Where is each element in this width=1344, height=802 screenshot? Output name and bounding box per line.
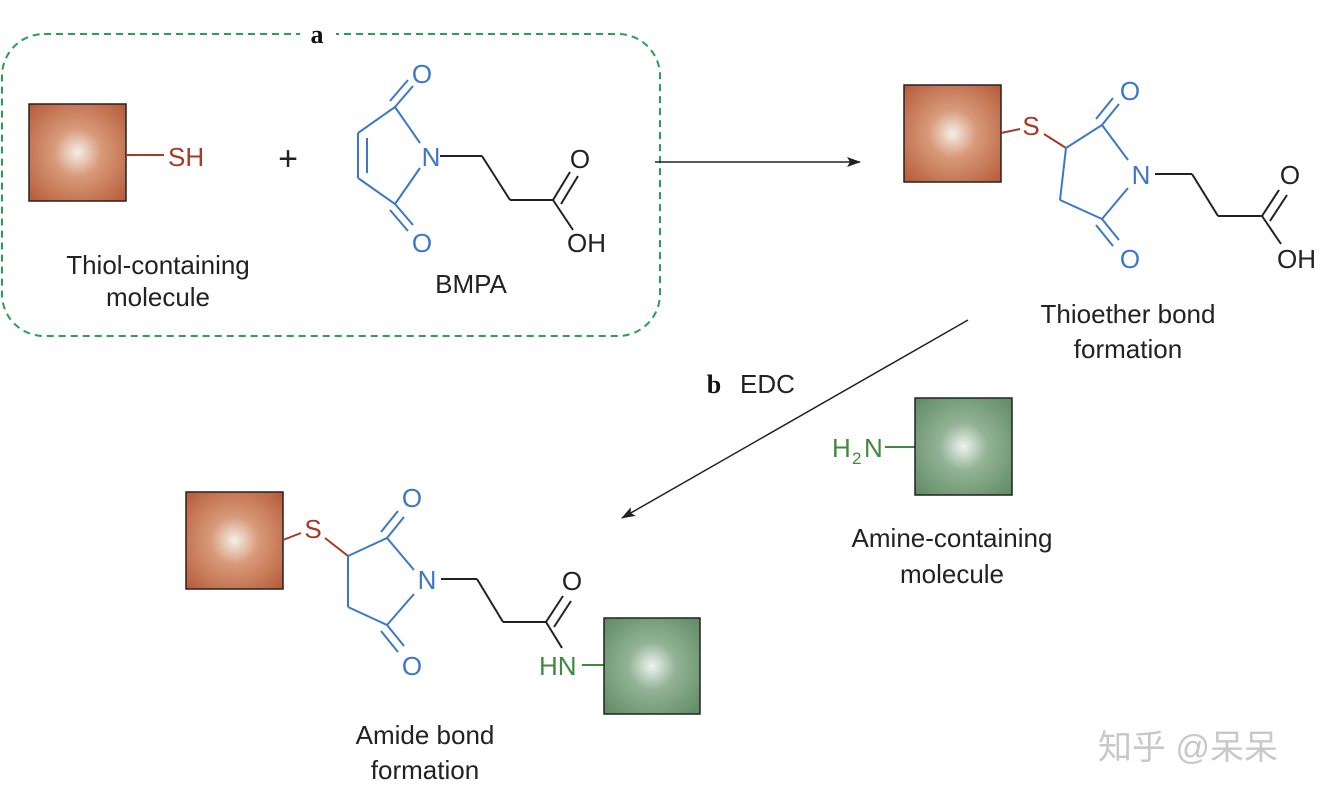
- bmpa-acid-oxygen: O: [570, 144, 590, 174]
- product1-oxygen-bottom: O: [1120, 244, 1140, 274]
- product1-label-line1: Thioether bond: [1041, 299, 1216, 329]
- bmpa-nitrogen: N: [422, 142, 441, 172]
- product2-thiol-box: [185, 491, 284, 590]
- product2-succinimide: [347, 510, 415, 653]
- step-b-letter: b: [707, 370, 721, 399]
- product2-label-line2: formation: [371, 755, 479, 785]
- product2-oxygen-bottom: O: [402, 651, 422, 681]
- thiol-label-line2: molecule: [106, 282, 210, 312]
- product1-acid-oh: OH: [1277, 244, 1316, 274]
- bmpa-oxygen-bottom: O: [412, 228, 432, 258]
- product2-amine-box: [603, 617, 701, 715]
- step-b-reagent: EDC: [740, 369, 795, 399]
- bmpa-oxygen-top: O: [412, 59, 432, 89]
- bmpa-structure: [357, 79, 579, 232]
- product2-amide-oxygen: O: [562, 566, 582, 596]
- product1-succinimide: [1059, 97, 1129, 247]
- product2-label-line1: Amide bond: [356, 720, 495, 750]
- bmpa-acid-oh: OH: [567, 228, 606, 258]
- reaction-arrow-b: [621, 319, 969, 519]
- product2-linker-chain: [441, 578, 572, 649]
- amine-label-line1: Amine-containing: [852, 523, 1053, 553]
- amine-label-line2: molecule: [900, 559, 1004, 589]
- product1-sulfur: S: [1022, 111, 1039, 141]
- thiol-sh-group: SH: [168, 142, 204, 172]
- product2-amide-hn: HN: [539, 651, 577, 681]
- product1-acid-oxygen: O: [1280, 160, 1300, 190]
- amine-subscript-2: 2: [852, 449, 861, 468]
- amine-n: N: [864, 433, 883, 463]
- product1-propanoic-chain: [1155, 173, 1288, 245]
- product1-nitrogen: N: [1132, 160, 1151, 190]
- product1-oxygen-top: O: [1120, 76, 1140, 106]
- product2-nitrogen: N: [418, 565, 437, 595]
- thiol-molecule-box: [28, 103, 127, 202]
- product1-label-line2: formation: [1074, 334, 1182, 364]
- panel-a-letter: a: [311, 20, 324, 49]
- product1-thiol-box: [903, 84, 1002, 183]
- panel-a-dashed-frame: [1, 33, 661, 337]
- amine-h: H: [832, 433, 851, 463]
- product2-oxygen-top: O: [402, 483, 422, 513]
- plus-sign: +: [278, 140, 298, 178]
- watermark: 知乎 @呆呆: [1098, 729, 1278, 767]
- thiol-label-line1: Thiol-containing: [66, 250, 250, 280]
- bmpa-label: BMPA: [435, 269, 507, 299]
- amine-molecule-box: [914, 397, 1013, 496]
- product2-sulfur: S: [304, 514, 321, 544]
